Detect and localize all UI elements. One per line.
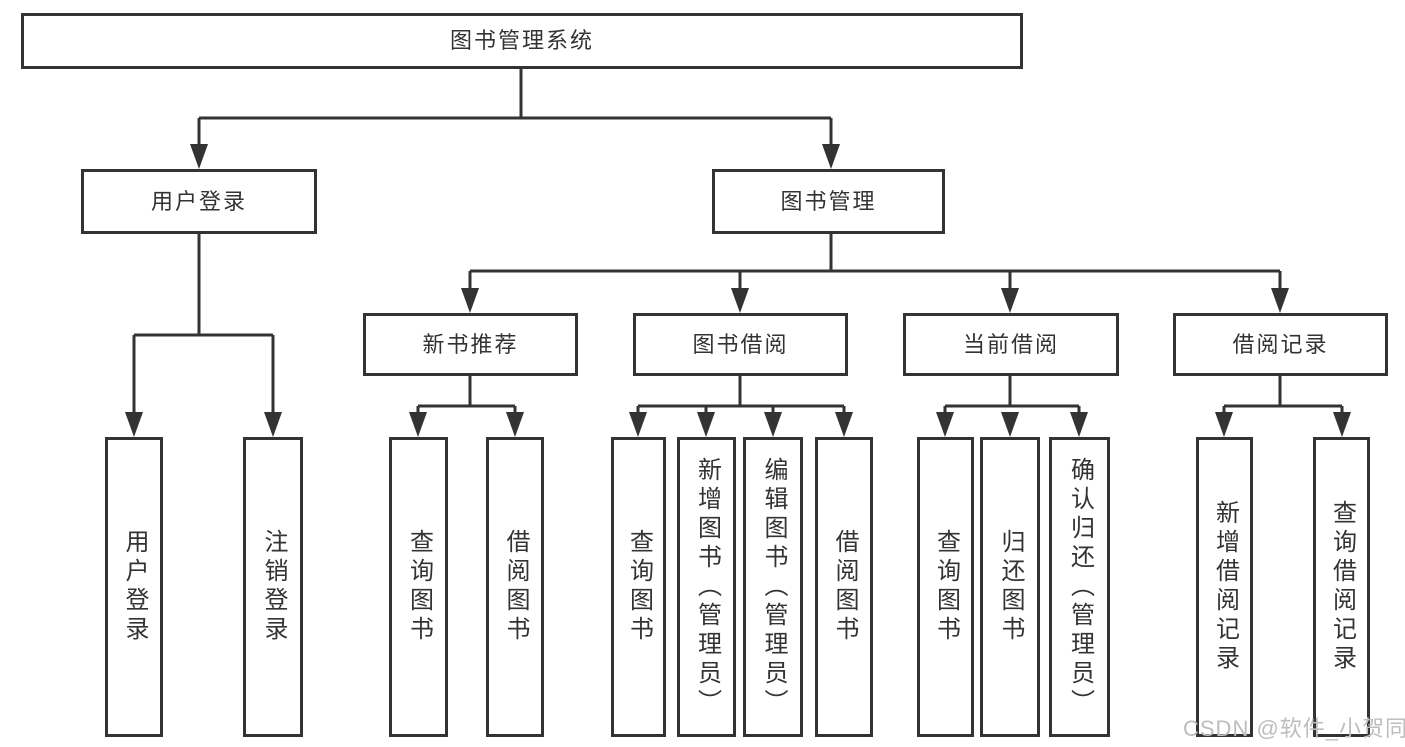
- arrowheads: [125, 144, 1351, 437]
- leaf-add-borrow-record: 新增借阅记录: [1196, 437, 1253, 737]
- leaf-query-borrow-record: 查询借阅记录: [1313, 437, 1370, 737]
- leaf-confirm-return-admin: 确认归还（管理员）: [1049, 437, 1110, 737]
- leaf-query-books-current: 查询图书: [917, 437, 974, 737]
- csdn-watermark: CSDN @软件_小贺同学: [1183, 716, 1405, 741]
- node-book-management: 图书管理: [712, 169, 945, 234]
- leaf-borrow-books: 借阅图书: [815, 437, 873, 737]
- leaf-return-books: 归还图书: [980, 437, 1040, 737]
- leaf-borrow-books-recommend: 借阅图书: [486, 437, 544, 737]
- node-user-login: 用户登录: [81, 169, 317, 234]
- node-new-book-recommend: 新书推荐: [363, 313, 578, 376]
- leaf-query-books-borrow: 查询图书: [611, 437, 666, 737]
- node-root-system: 图书管理系统: [21, 13, 1023, 69]
- node-borrow-records: 借阅记录: [1173, 313, 1388, 376]
- leaf-edit-books-admin: 编辑图书（管理员）: [743, 437, 803, 737]
- node-current-borrow: 当前借阅: [903, 313, 1119, 376]
- leaf-query-books-recommend: 查询图书: [389, 437, 448, 737]
- leaf-logout: 注销登录: [243, 437, 303, 737]
- leaf-add-books-admin: 新增图书（管理员）: [677, 437, 736, 737]
- leaf-user-login: 用户登录: [105, 437, 163, 737]
- node-book-borrow: 图书借阅: [633, 313, 848, 376]
